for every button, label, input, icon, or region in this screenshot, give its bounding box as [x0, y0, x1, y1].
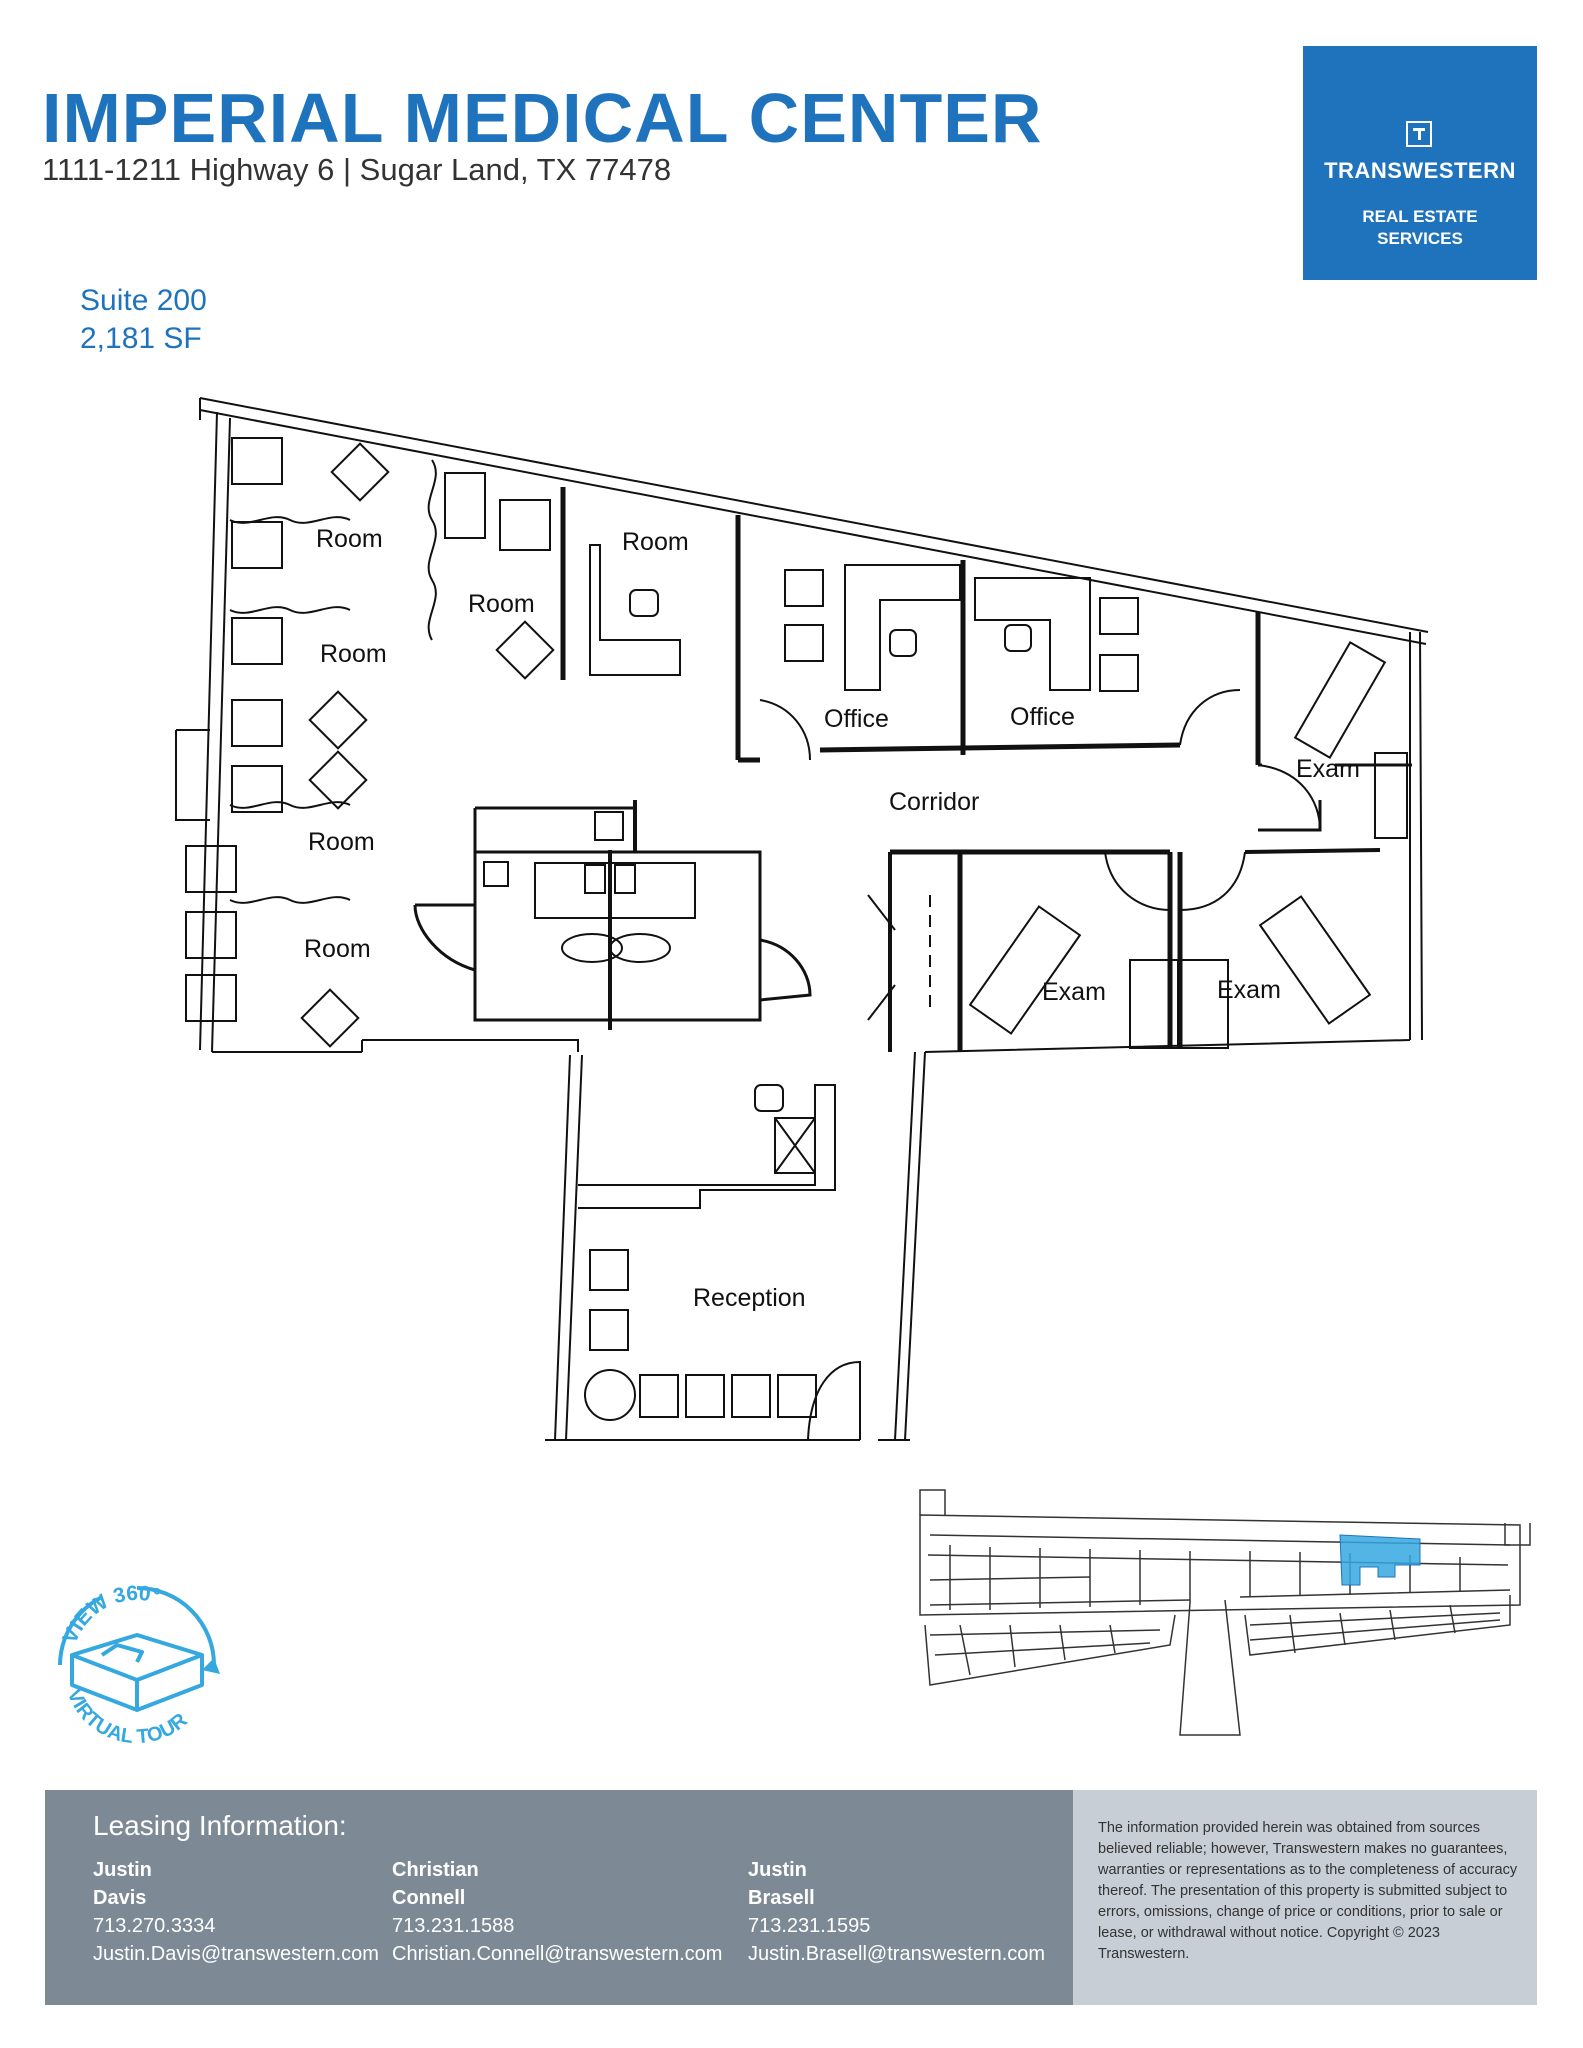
contact-last-name: Brasell: [748, 1887, 815, 1909]
leasing-title: Leasing Information:: [93, 1810, 347, 1841]
partition: [229, 896, 351, 904]
toilet: [609, 933, 671, 963]
room-label: Room: [304, 935, 371, 963]
logo-subtitle: REAL ESTATE SERVICES: [1343, 206, 1497, 250]
room-label: Corridor: [889, 788, 979, 816]
room-label: Exam: [1217, 976, 1281, 1004]
exterior-wall: [878, 1051, 926, 1441]
door-swing: [759, 689, 1241, 761]
contact-email[interactable]: Justin.Davis@transwestern.com: [93, 1943, 379, 1965]
reception-cabinet: [774, 1117, 816, 1174]
contact-last-name: Connell: [392, 1887, 466, 1909]
leasing-info-panel: Leasing Information: Justin Davis 713.27…: [45, 1790, 1073, 2005]
logo-sub-line-2: SERVICES: [1377, 229, 1463, 248]
door-swing: [807, 1360, 861, 1441]
exterior-wall: [199, 397, 1429, 645]
suite-info: Suite 200 2,181 SF: [80, 282, 207, 358]
contact-email[interactable]: Justin.Brasell@transwestern.com: [748, 1943, 1046, 1965]
exterior-wall: [199, 398, 231, 1053]
exterior-wall: [212, 1039, 579, 1053]
transwestern-logo[interactable]: TRANSWESTERN REAL ESTATE SERVICES: [1303, 46, 1537, 280]
room-label: Office: [1010, 703, 1075, 731]
toilet: [561, 933, 623, 963]
desk: [844, 564, 961, 691]
contact-card: Justin Brasell 713.231.1595 Justin.Brase…: [748, 1856, 1045, 1968]
room-label: Office: [824, 705, 889, 733]
room-label: Reception: [693, 1284, 806, 1312]
interior-wall: [759, 938, 812, 1002]
disclaimer-panel: The information provided herein was obta…: [1073, 1790, 1537, 2005]
room-label: Exam: [1042, 978, 1106, 1006]
exam-table: [1258, 895, 1372, 1025]
suite-area: 2,181 SF: [80, 322, 202, 355]
restroom-sink: [483, 861, 509, 887]
interior-wall: [475, 850, 762, 1022]
contact-email[interactable]: Christian.Connell@transwestern.com: [392, 1943, 723, 1965]
interior-wall: [888, 848, 1381, 1052]
desk: [974, 577, 1091, 691]
chairs: [185, 437, 1139, 1421]
exam-table: [968, 905, 1082, 1035]
door-swing: [1257, 764, 1321, 831]
door-swing: [867, 894, 896, 1021]
contact-first-name: Christian: [392, 1859, 479, 1881]
exterior-wall: [175, 729, 210, 821]
partition: [229, 606, 351, 614]
disclaimer-text: The information provided herein was obta…: [1098, 1820, 1518, 1962]
room-label: Room: [316, 525, 383, 553]
interior-wall: [890, 849, 1183, 1052]
logo-name: TRANSWESTERN: [1324, 158, 1516, 183]
interior-wall: [738, 742, 1181, 763]
contact-phone[interactable]: 713.231.1595: [748, 1915, 871, 1937]
restroom-sink: [584, 864, 606, 894]
exterior-wall: [924, 631, 1423, 1053]
property-address: 1111-1211 Highway 6 | Sugar Land, TX 774…: [42, 152, 672, 187]
contact-first-name: Justin: [93, 1859, 152, 1881]
exterior-wall: [545, 1054, 860, 1441]
restroom-vanity: [534, 862, 696, 919]
room-label: Room: [308, 828, 375, 856]
interior-wall: [560, 487, 1261, 765]
interior-wall: [608, 800, 637, 1030]
key-plan: [919, 1489, 1531, 1736]
contact-phone[interactable]: 713.231.1588: [392, 1915, 515, 1937]
sink-cabinet: [1129, 959, 1179, 1049]
partition: [427, 459, 437, 641]
suite-name: Suite 200: [80, 284, 207, 317]
interior-wall: [413, 903, 476, 972]
sink-cabinet: [1374, 752, 1408, 839]
contact-last-name: Davis: [93, 1887, 147, 1909]
room-label: Room: [622, 528, 689, 556]
page-title: IMPERIAL MEDICAL CENTER: [42, 79, 1043, 157]
room-label: Exam: [1296, 755, 1360, 783]
floor-plan: Room Room Room Room Room Room Office Off…: [175, 397, 1429, 1441]
contact-first-name: Justin: [748, 1859, 807, 1881]
contact-card: Christian Connell 713.231.1588 Christian…: [392, 1856, 722, 1968]
door-swing: [1104, 851, 1246, 911]
restroom-sink: [594, 811, 624, 841]
room-label: Room: [320, 640, 387, 668]
sink-cabinet: [1179, 959, 1229, 1049]
exam-table: [1293, 641, 1387, 759]
cube-icon: [70, 1633, 204, 1712]
room-label: Room: [468, 590, 535, 618]
suite-highlight: [1339, 1534, 1421, 1586]
logo-sub-line-1: REAL ESTATE: [1362, 207, 1478, 226]
contact-card: Justin Davis 713.270.3334 Justin.Davis@t…: [93, 1856, 379, 1968]
interior-wall: [1258, 800, 1322, 832]
contact-phone[interactable]: 713.270.3334: [93, 1915, 216, 1937]
transwestern-t-icon: [1406, 121, 1432, 147]
desk: [589, 544, 681, 676]
virtual-tour-badge[interactable]: VIEW 360° VIRTUAL TOUR: [42, 1570, 232, 1760]
restroom-sink: [614, 864, 636, 894]
